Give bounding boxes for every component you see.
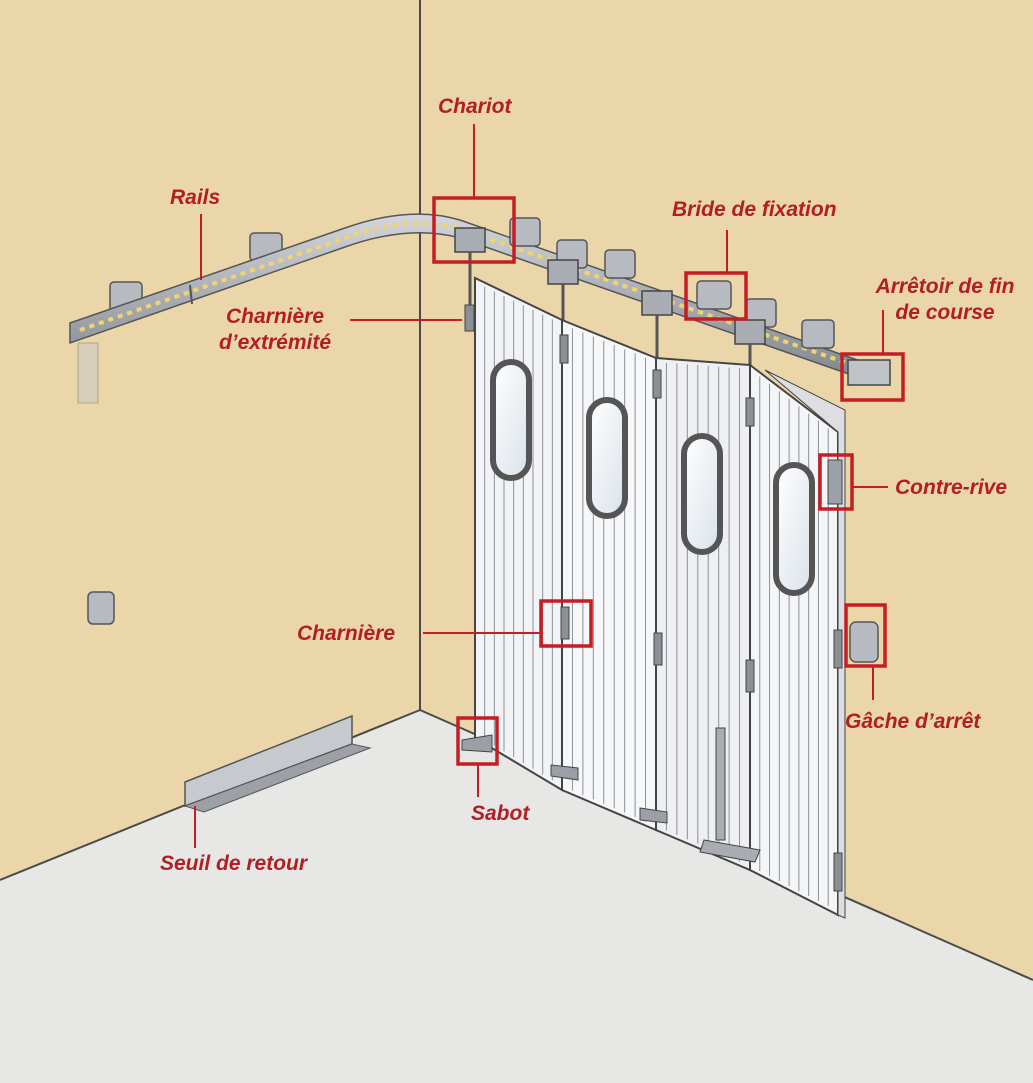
label-arretoir-line2: de course <box>895 301 995 324</box>
label-seuil-de-retour: Seuil de retour <box>160 852 308 875</box>
return-threshold-base <box>183 743 372 813</box>
label-chariot: Chariot <box>438 95 512 118</box>
label-rails: Rails <box>170 186 221 209</box>
label-gache-arret: Gâche d’arrêt <box>845 710 981 733</box>
shoes <box>461 734 668 824</box>
hinges <box>464 304 843 892</box>
end-stop <box>847 359 891 386</box>
leader-lines <box>194 124 888 848</box>
box-gache <box>844 603 887 668</box>
wall-striker-left <box>87 591 115 625</box>
label-charniere: Charnière <box>297 622 396 645</box>
contre-rive-strip <box>827 459 843 505</box>
carriages <box>454 227 766 345</box>
box-arretoir <box>840 352 905 402</box>
floor-bolt <box>699 727 761 863</box>
label-contre-rive: Contre-rive <box>895 476 1008 499</box>
gache-striker <box>849 621 879 663</box>
label-charniere-extremite: Charnière d’extrémité <box>210 304 340 356</box>
label-arretoir: Arrêtoir de fin de course <box>870 274 1020 326</box>
label-charniere-extremite-line2: d’extrémité <box>218 331 332 354</box>
box-contre-rive <box>818 453 854 511</box>
label-bride-de-fixation: Bride de fixation <box>672 198 837 221</box>
box-charniere <box>539 599 593 648</box>
label-sabot: Sabot <box>471 802 530 825</box>
floor <box>0 710 1033 1083</box>
rail-end-hanger <box>77 342 99 404</box>
label-arretoir-line1: Arrêtoir de fin <box>875 275 1015 298</box>
label-charniere-extremite-line1: Charnière <box>225 305 325 328</box>
box-bride <box>684 271 748 321</box>
rail-joint <box>189 284 193 305</box>
door-windows <box>490 359 815 596</box>
